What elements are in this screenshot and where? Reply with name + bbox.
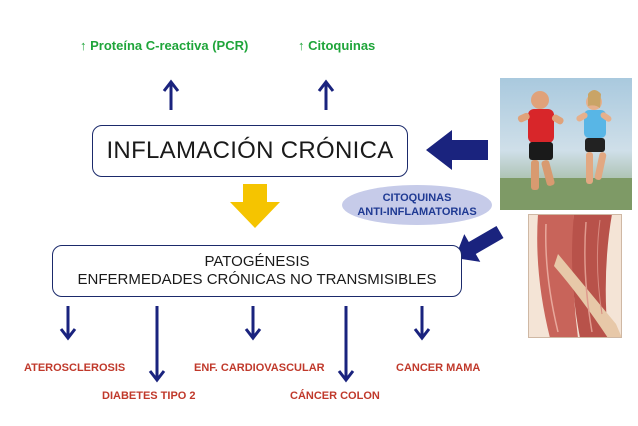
up-arrow-icon <box>162 79 180 110</box>
citoquinas-antiinflamatorias-oval: CITOQUINAS ANTI-INFLAMATORIAS <box>342 185 492 225</box>
inflamacion-cronica-box: INFLAMACIÓN CRÓNICA <box>92 125 408 177</box>
disease-aterosclerosis: ATEROSCLEROSIS <box>24 362 126 374</box>
down-arrow-icon <box>413 306 431 341</box>
thigh-muscle-image <box>528 214 622 338</box>
disease-diabetes: DIABETES TIPO 2 <box>102 390 196 402</box>
up-arrow-icon: ↑ <box>298 38 305 53</box>
citoquinas-label: ↑ Citoquinas <box>298 38 375 53</box>
pcr-label: ↑ Proteína C-reactiva (PCR) <box>80 38 248 53</box>
disease-cancer-colon: CÁNCER COLON <box>290 390 380 402</box>
up-arrow-icon <box>317 79 335 110</box>
citoquinas-text: Citoquinas <box>308 38 376 53</box>
down-arrow-icon <box>148 306 166 383</box>
left-arrow-icon <box>426 130 488 170</box>
oval-line-1: CITOQUINAS <box>382 192 452 204</box>
pato-line-1: PATOGÉNESIS <box>204 253 310 270</box>
patogenesis-box: PATOGÉNESIS ENFERMEDADES CRÓNICAS NO TRA… <box>52 245 462 297</box>
yellow-down-arrow-icon <box>230 184 280 228</box>
down-arrow-icon <box>337 306 355 383</box>
diagonal-arrow-icon <box>454 225 504 262</box>
pato-line-2: ENFERMEDADES CRÓNICAS NO TRANSMISIBLES <box>77 271 437 288</box>
down-arrow-icon <box>244 306 262 341</box>
oval-line-2: ANTI-INFLAMATORIAS <box>357 206 477 218</box>
main-box-text: INFLAMACIÓN CRÓNICA <box>106 137 394 164</box>
disease-cancer-mama: CANCER MAMA <box>396 362 481 374</box>
disease-cardiovascular: ENF. CARDIOVASCULAR <box>194 362 325 374</box>
down-arrow-icon <box>59 306 77 341</box>
runners-image <box>500 78 632 210</box>
up-arrow-icon: ↑ <box>80 38 87 53</box>
pcr-text: Proteína C-reactiva (PCR) <box>90 38 249 53</box>
